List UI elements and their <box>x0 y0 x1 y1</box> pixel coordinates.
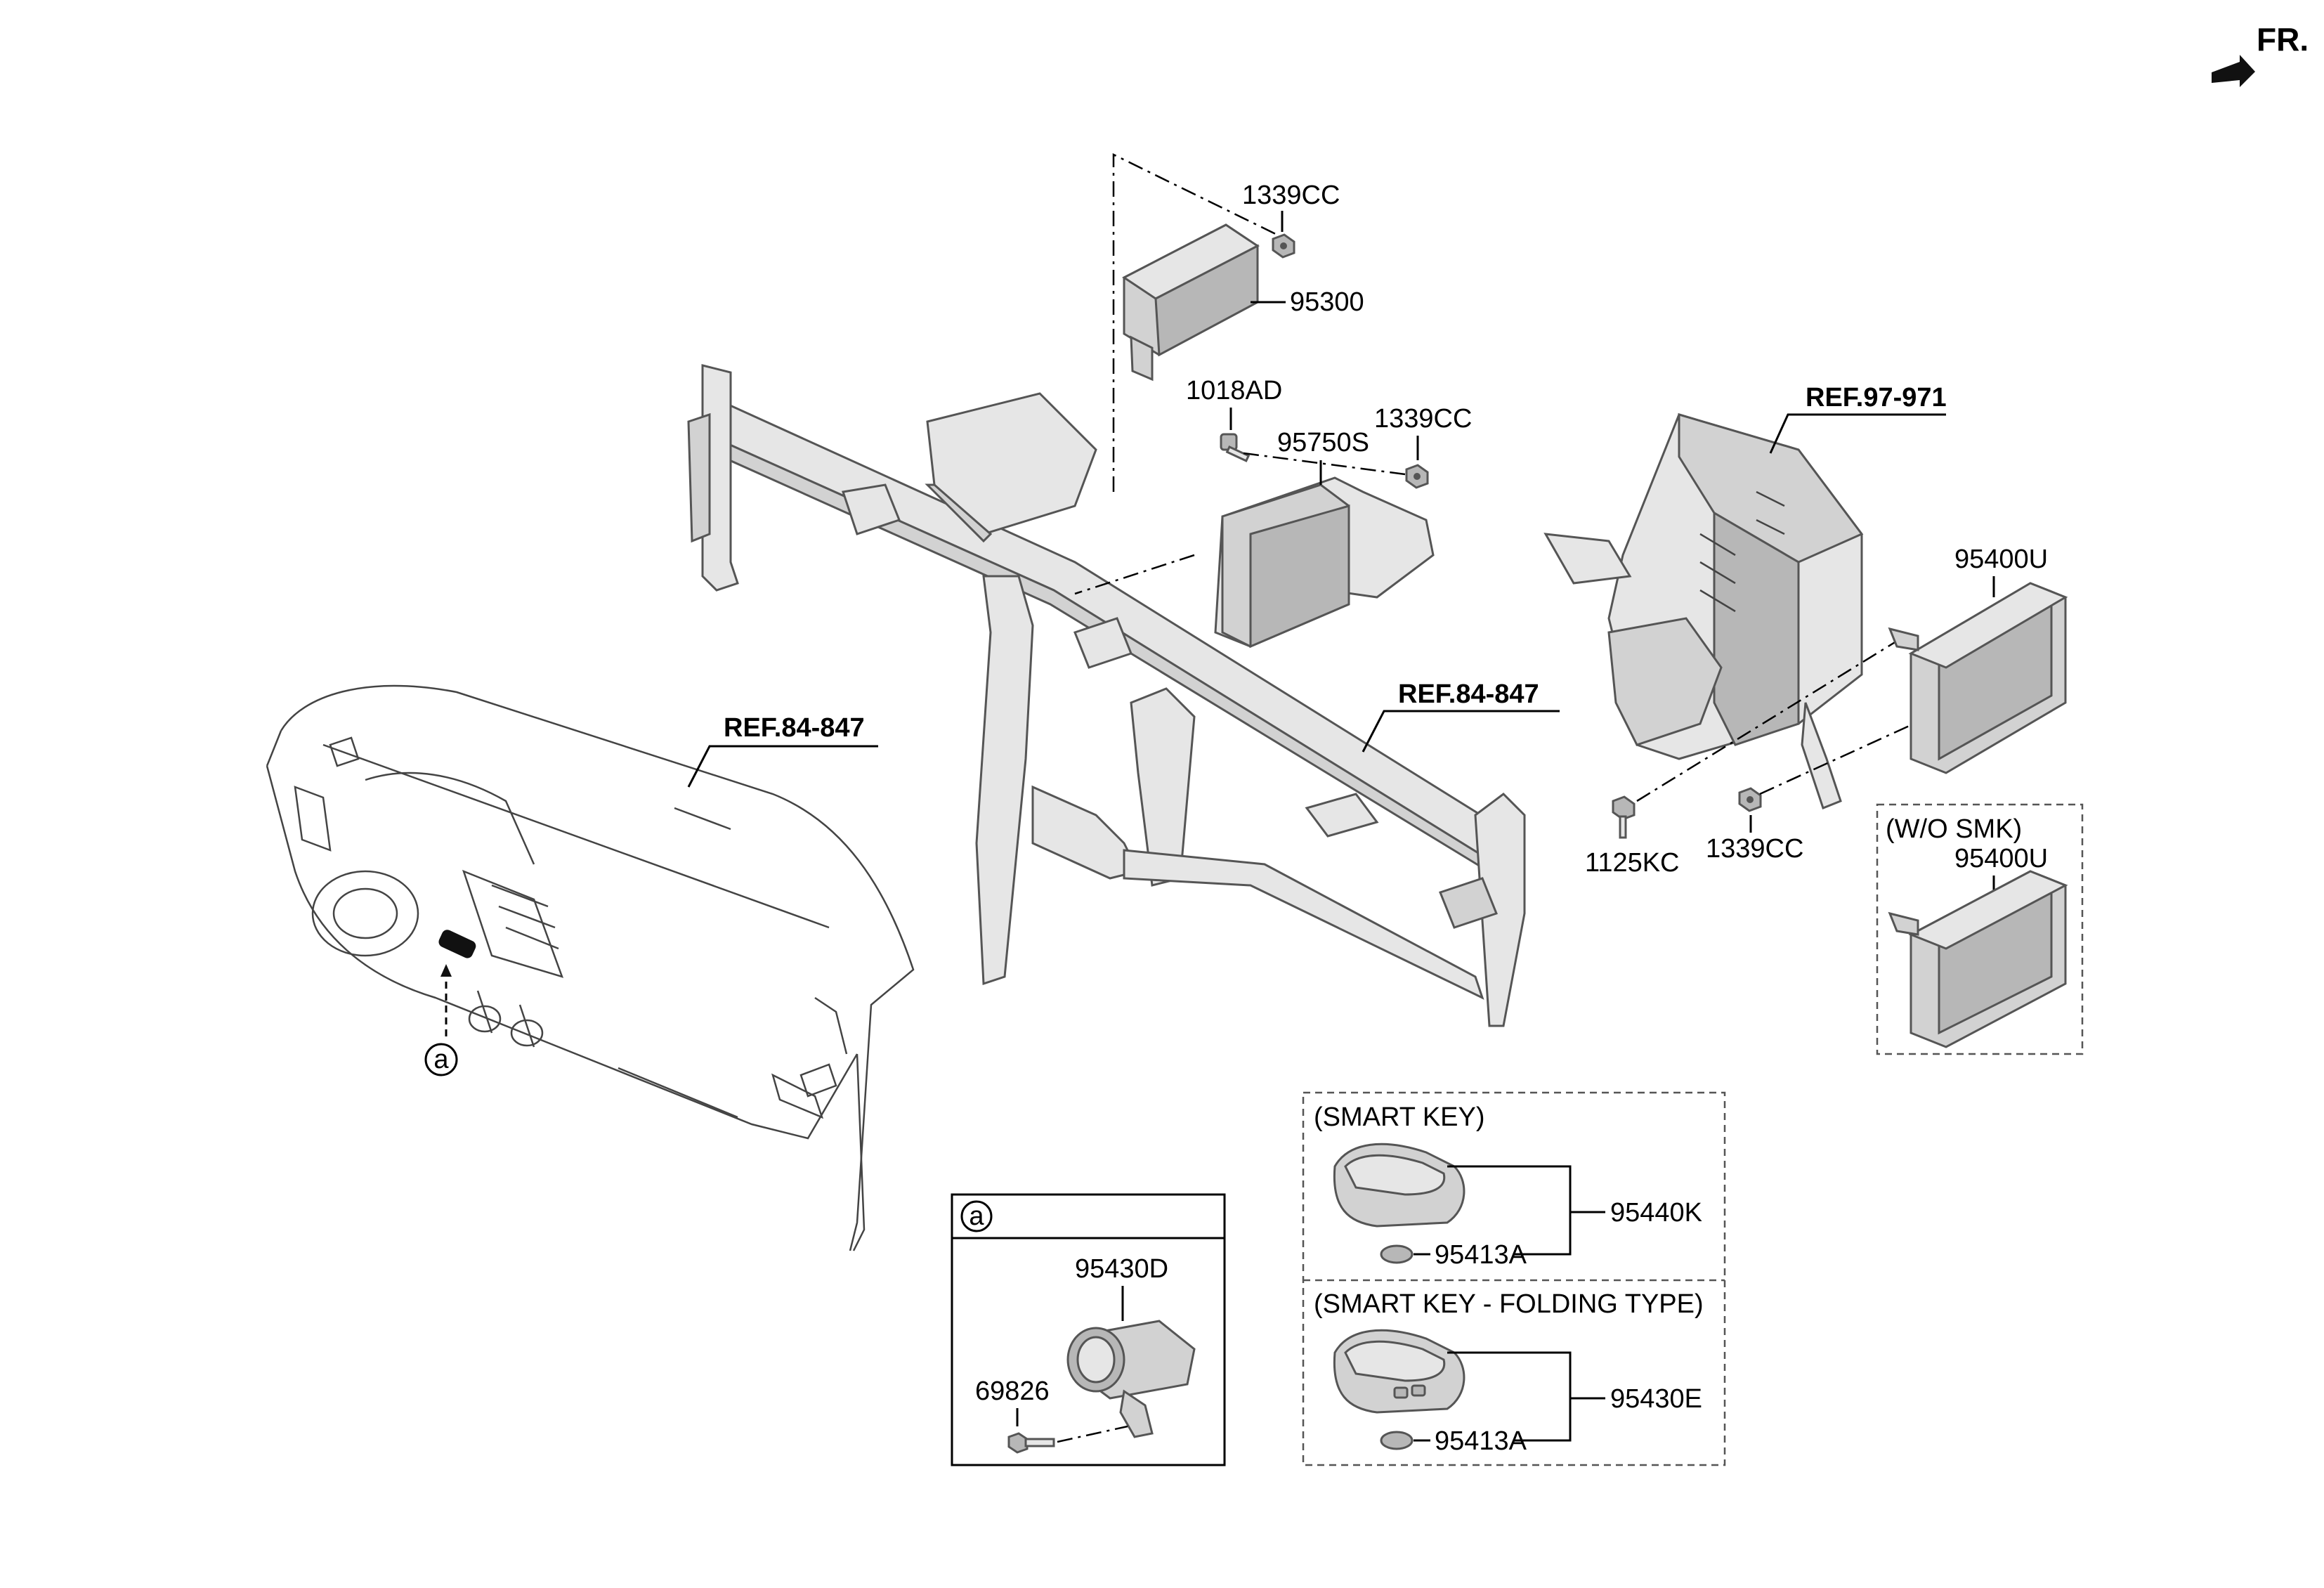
module-95300 <box>1122 223 1260 382</box>
module-95750s <box>1214 476 1435 649</box>
cowl-cross-bar <box>687 364 1526 1027</box>
direction-arrow-icon <box>2212 55 2255 87</box>
ref-84-847-dash-label: REF.84-847 <box>724 713 865 743</box>
ref-84-847-dash-leader <box>687 745 878 788</box>
battery-smart-key <box>1380 1244 1414 1264</box>
nut-1339cc-hvac <box>1738 787 1762 812</box>
direction-label: FR. <box>2257 21 2309 58</box>
module-95750s-guide-line <box>1243 452 1406 476</box>
leader-95430e <box>1447 1351 1572 1442</box>
part-label-95430e: 95430E <box>1610 1384 1702 1414</box>
part-label-95430d: 95430D <box>1075 1254 1168 1284</box>
wo-smk-part-label: 95400U <box>1954 844 2048 873</box>
smart-key-folding-title: (SMART KEY - FOLDING TYPE) <box>1314 1289 1704 1319</box>
part-label-1125kc: 1125KC <box>1585 848 1680 878</box>
screw-guide-line <box>1057 1425 1128 1443</box>
part-label-1339cc-top: 1339CC <box>1242 181 1340 210</box>
module-95300-guide-line <box>1112 152 1286 492</box>
bolt-1018ad <box>1220 433 1251 462</box>
module-95400u-alt <box>1888 870 2068 1048</box>
ref-84-847-beam-leader <box>1362 710 1560 753</box>
front-direction-indicator: FR. <box>2212 21 2309 87</box>
ref-84-847-beam-label: REF.84-847 <box>1398 679 1539 709</box>
start-stop-switch <box>1066 1320 1196 1438</box>
switch-location-icon <box>438 930 476 958</box>
hvac-unit <box>1543 412 1864 809</box>
callout-a-marker: a <box>433 1045 449 1074</box>
nut-1339cc-top <box>1272 233 1295 259</box>
detail-a-box <box>951 1193 1226 1466</box>
bolt-1125kc <box>1612 795 1636 839</box>
smart-key-folding-fob <box>1333 1329 1465 1414</box>
part-label-95440k: 95440K <box>1610 1198 1702 1228</box>
part-label-95400u-main: 95400U <box>1954 545 2048 574</box>
dashboard-crash-pad <box>266 684 915 1251</box>
wo-smk-title: (W/O SMK) <box>1886 814 2022 844</box>
start-switch-location: a <box>424 930 476 1076</box>
part-label-69826: 69826 <box>975 1377 1050 1406</box>
nut-1339cc-mid <box>1405 464 1429 489</box>
part-label-95413a-folding: 95413A <box>1435 1426 1527 1456</box>
part-label-1018ad: 1018AD <box>1186 376 1282 405</box>
part-label-95750s: 95750S <box>1277 428 1369 457</box>
part-label-1339cc-hvac: 1339CC <box>1706 834 1803 864</box>
part-label-1339cc-mid: 1339CC <box>1374 404 1472 434</box>
leader-95440k <box>1447 1165 1572 1256</box>
part-label-95413a-smart: 95413A <box>1435 1240 1527 1270</box>
smart-key-title: (SMART KEY) <box>1314 1102 1485 1132</box>
ref-97-971-leader <box>1769 413 1946 454</box>
screw-69826 <box>1007 1432 1055 1454</box>
smart-key-box <box>1302 1091 1726 1466</box>
detail-a-marker: a <box>969 1202 984 1231</box>
hvac-bolt-guide-line <box>1636 631 1912 802</box>
part-label-95300: 95300 <box>1290 287 1364 317</box>
smart-key-fob <box>1333 1143 1465 1228</box>
battery-smart-key-folding <box>1380 1431 1414 1450</box>
wo-smk-box <box>1876 803 2084 1055</box>
module-95750s-mount-line <box>1074 554 1195 595</box>
module-95400u-main <box>1888 582 2068 774</box>
ref-97-971-label: REF.97-971 <box>1806 383 1947 412</box>
